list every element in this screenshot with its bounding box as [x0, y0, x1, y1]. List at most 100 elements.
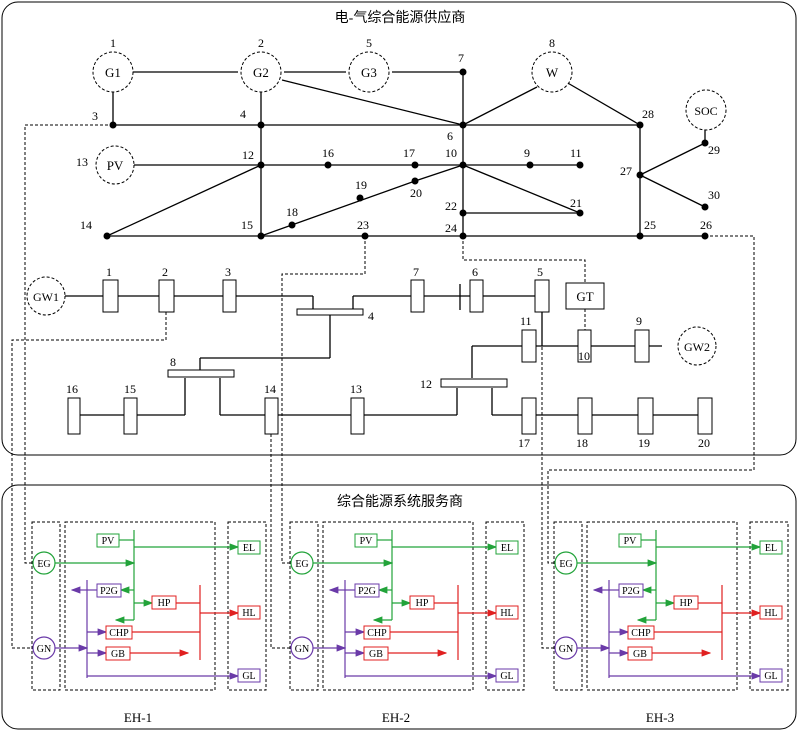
svg-text:21: 21: [570, 196, 582, 210]
svg-text:HL: HL: [242, 608, 255, 619]
svg-text:16: 16: [322, 146, 334, 160]
coupling-links: [11, 124, 755, 649]
wind-generator: W 8: [531, 36, 573, 93]
svg-text:HP: HP: [158, 598, 171, 609]
svg-text:5: 5: [366, 36, 372, 50]
svg-text:23: 23: [357, 218, 369, 232]
supplier-panel: [1, 1, 797, 456]
svg-text:PV: PV: [107, 158, 124, 173]
svg-text:G1: G1: [105, 65, 121, 80]
svg-text:15: 15: [241, 218, 253, 232]
svg-text:1: 1: [106, 265, 112, 279]
svg-text:1: 1: [110, 36, 116, 50]
svg-text:PV: PV: [360, 536, 374, 547]
svg-text:EL: EL: [765, 543, 777, 554]
svg-text:29: 29: [708, 143, 720, 157]
svg-text:13: 13: [350, 382, 362, 396]
svg-text:GT: GT: [576, 289, 593, 304]
svg-text:19: 19: [355, 178, 367, 192]
svg-text:GL: GL: [500, 671, 513, 682]
svg-text:GN: GN: [37, 644, 51, 655]
svg-text:20: 20: [410, 186, 422, 200]
svg-text:14: 14: [264, 382, 276, 396]
gas-well-gw2: GW2: [677, 326, 717, 366]
svg-text:11: 11: [520, 314, 532, 328]
svg-text:CHP: CHP: [631, 628, 651, 639]
svg-text:PV: PV: [624, 536, 638, 547]
svg-text:7: 7: [458, 51, 464, 65]
svg-text:24: 24: [445, 221, 457, 235]
bus-labels: 3 4 6 7 12 16 17 10 9 11 28 29 27 30 19 …: [80, 51, 720, 235]
svg-text:GN: GN: [559, 644, 573, 655]
svg-text:GW2: GW2: [684, 340, 710, 354]
svg-text:12: 12: [242, 148, 254, 162]
service-provider-title: 综合能源系统服务商: [337, 494, 463, 510]
svg-text:HP: HP: [680, 598, 693, 609]
service-provider-panel: [1, 484, 797, 730]
svg-text:P2G: P2G: [100, 586, 118, 597]
svg-text:HP: HP: [416, 598, 429, 609]
gas-grid: GW1 GW2 GT 1 2 3 4 7 6 5 11 9 10 8 12 16…: [26, 265, 717, 450]
svg-text:GW1: GW1: [33, 290, 59, 304]
svg-text:3: 3: [225, 265, 231, 279]
svg-text:G2: G2: [253, 65, 269, 80]
svg-text:18: 18: [286, 205, 298, 219]
generator-g3: G3 5: [348, 36, 390, 93]
svg-text:19: 19: [638, 436, 650, 450]
energy-hub-1: EG GN PV EL P2G GL HP CHP GB: [31, 521, 267, 725]
svg-text:25: 25: [644, 218, 656, 232]
svg-text:30: 30: [708, 188, 720, 202]
svg-text:HL: HL: [764, 608, 777, 619]
svg-text:7: 7: [413, 265, 419, 279]
svg-text:G3: G3: [361, 65, 377, 80]
svg-text:W: W: [546, 65, 559, 80]
svg-text:GB: GB: [633, 649, 647, 660]
svg-text:EG: EG: [559, 559, 572, 570]
svg-text:12: 12: [420, 377, 432, 391]
svg-text:EH-3: EH-3: [646, 710, 674, 725]
svg-text:13: 13: [76, 155, 88, 169]
svg-text:27: 27: [620, 164, 632, 178]
svg-text:3: 3: [92, 109, 98, 123]
generator-g1: G1 1: [92, 36, 134, 93]
svg-text:P2G: P2G: [622, 586, 640, 597]
svg-text:22: 22: [445, 199, 457, 213]
svg-text:10: 10: [578, 349, 590, 363]
svg-text:6: 6: [472, 265, 478, 279]
soc-storage: SOC: [685, 89, 727, 131]
energy-hub-3: EG GN PV EL P2G GL HP CHP GB: [553, 521, 789, 725]
gas-node-labels: 1 2 3 4 7 6 5 11 9 10 8 12 16 15 14 13 1…: [66, 265, 710, 450]
svg-text:10: 10: [445, 146, 457, 160]
svg-text:GB: GB: [111, 649, 125, 660]
svg-text:EG: EG: [37, 559, 50, 570]
svg-text:EH-1: EH-1: [124, 710, 152, 725]
svg-text:EL: EL: [501, 543, 513, 554]
svg-text:5: 5: [537, 265, 543, 279]
svg-text:17: 17: [518, 436, 530, 450]
svg-text:11: 11: [570, 146, 582, 160]
svg-text:P2G: P2G: [358, 586, 376, 597]
svg-text:EL: EL: [243, 543, 255, 554]
svg-text:18: 18: [576, 436, 588, 450]
svg-text:SOC: SOC: [694, 104, 717, 118]
svg-text:PV: PV: [102, 536, 116, 547]
svg-text:9: 9: [636, 314, 642, 328]
svg-text:4: 4: [368, 309, 374, 323]
svg-text:CHP: CHP: [109, 628, 129, 639]
svg-text:2: 2: [162, 265, 168, 279]
power-grid: G1 1 G2 2 G3 5 W 8 PV 13 SOC 3: [76, 36, 727, 240]
svg-text:14: 14: [80, 218, 92, 232]
svg-text:GB: GB: [369, 649, 383, 660]
gas-well-gw1: GW1: [26, 276, 66, 316]
svg-text:EG: EG: [295, 559, 308, 570]
svg-text:2: 2: [258, 36, 264, 50]
svg-text:EH-2: EH-2: [382, 710, 410, 725]
svg-text:8: 8: [170, 355, 176, 369]
energy-hub-2: EG GN PV EL P2G GL HP CHP GB: [289, 521, 525, 725]
pv-generator: PV 13: [76, 145, 135, 185]
svg-text:17: 17: [403, 146, 415, 160]
svg-text:CHP: CHP: [367, 628, 387, 639]
svg-text:GN: GN: [295, 644, 309, 655]
svg-text:26: 26: [700, 218, 712, 232]
